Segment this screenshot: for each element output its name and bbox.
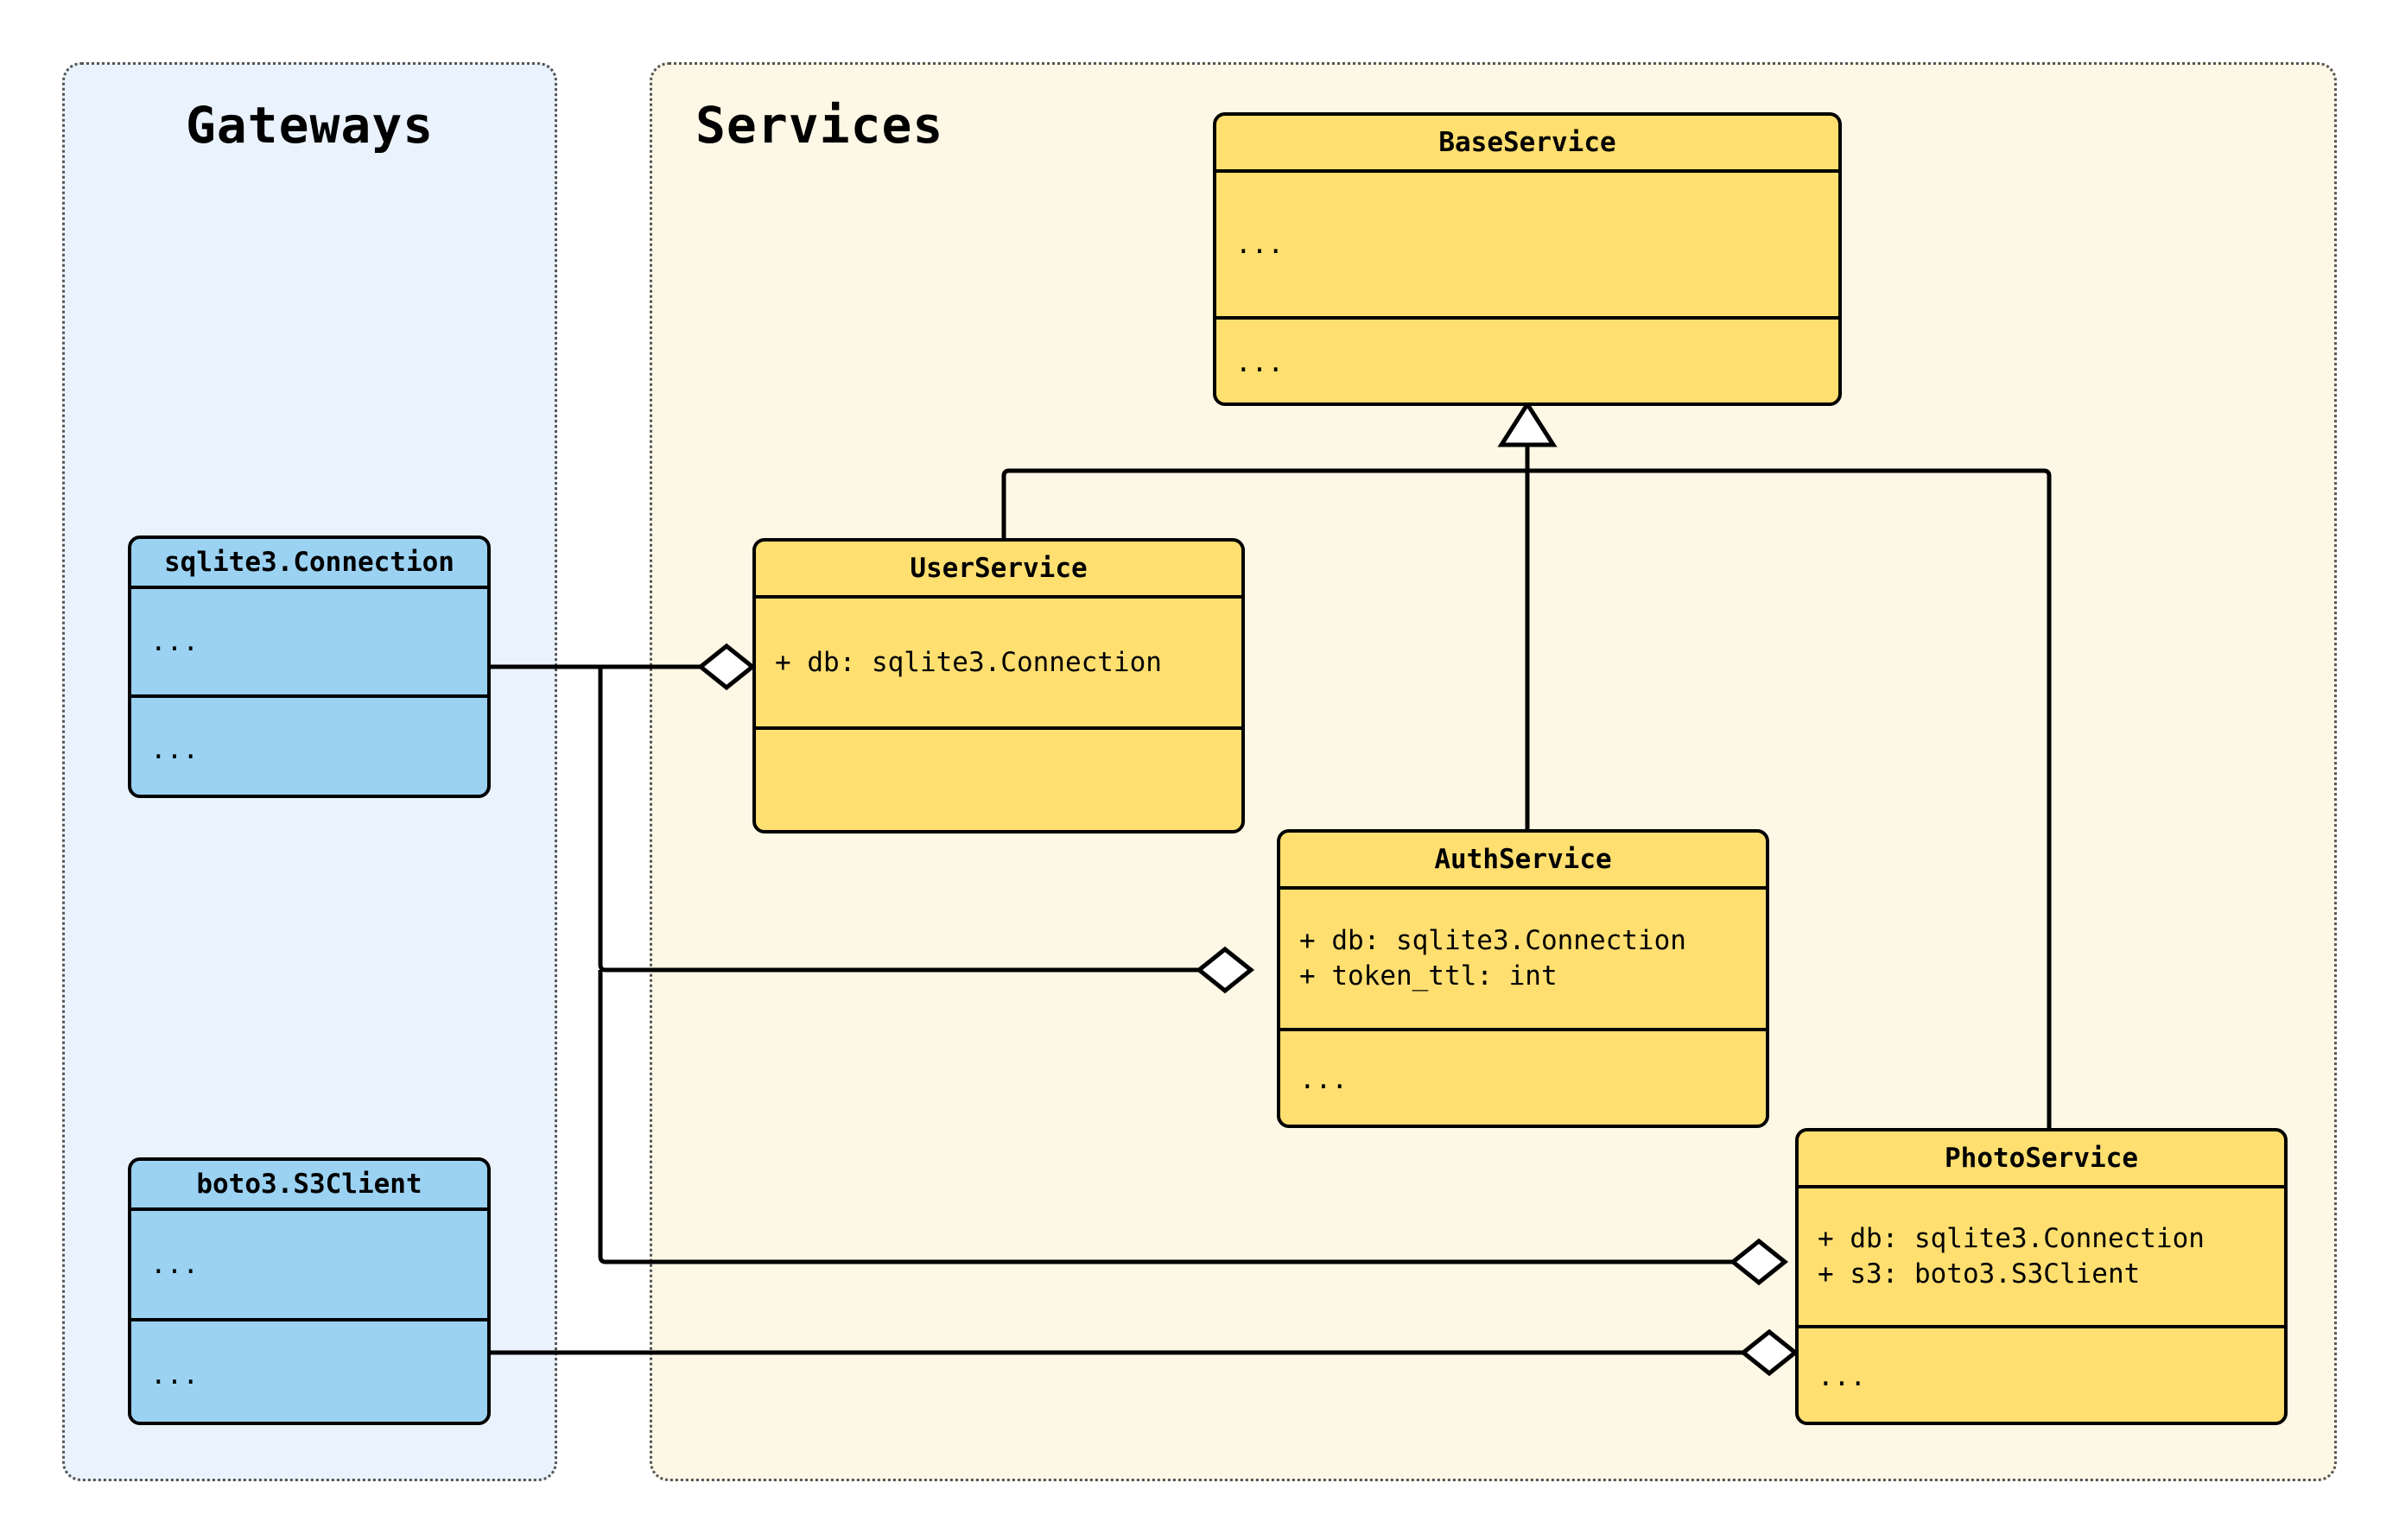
class-attributes-sqlite3-connection: ...	[131, 589, 487, 694]
class-name-boto3-s3client: boto3.S3Client	[131, 1161, 487, 1211]
class-attributes-boto3-s3client: ...	[131, 1211, 487, 1318]
class-box-photoservice[interactable]: PhotoService + db: sqlite3.Connection + …	[1795, 1128, 2288, 1425]
method-row: ...	[1818, 1360, 1866, 1392]
class-methods-photoservice: ...	[1799, 1325, 2284, 1422]
attribute-row: + db: sqlite3.Connection	[775, 646, 1162, 678]
class-name-userservice: UserService	[756, 542, 1241, 599]
package-services-title: Services	[695, 96, 944, 155]
class-box-sqlite3-connection[interactable]: sqlite3.Connection ... ...	[128, 536, 491, 798]
class-attributes-photoservice: + db: sqlite3.Connection + s3: boto3.S3C…	[1799, 1188, 2284, 1325]
class-box-authservice[interactable]: AuthService + db: sqlite3.Connection + t…	[1277, 829, 1769, 1128]
attribute-row: + db: sqlite3.Connection	[1818, 1223, 2205, 1255]
class-methods-userservice	[756, 726, 1241, 830]
class-attributes-userservice: + db: sqlite3.Connection	[756, 599, 1241, 726]
method-row: ...	[150, 1359, 199, 1391]
attribute-row: ...	[150, 625, 199, 657]
attribute-row: + db: sqlite3.Connection	[1299, 925, 1686, 957]
class-methods-boto3-s3client: ...	[131, 1318, 487, 1422]
class-box-baseservice[interactable]: BaseService ... ...	[1213, 112, 1842, 406]
method-row: ...	[150, 733, 199, 765]
class-methods-authservice: ...	[1280, 1028, 1766, 1125]
attribute-row: + s3: boto3.S3Client	[1818, 1258, 2141, 1290]
attribute-row: ...	[150, 1248, 199, 1280]
attribute-row: ...	[1235, 228, 1284, 260]
class-name-baseservice: BaseService	[1216, 116, 1838, 173]
class-methods-sqlite3-connection: ...	[131, 694, 487, 795]
class-name-authservice: AuthService	[1280, 833, 1766, 890]
class-methods-baseservice: ...	[1216, 316, 1838, 402]
method-row: ...	[1299, 1063, 1348, 1095]
class-name-photoservice: PhotoService	[1799, 1131, 2284, 1188]
class-attributes-authservice: + db: sqlite3.Connection + token_ttl: in…	[1280, 890, 1766, 1028]
class-attributes-baseservice: ...	[1216, 173, 1838, 316]
class-box-boto3-s3client[interactable]: boto3.S3Client ... ...	[128, 1157, 491, 1425]
class-name-sqlite3-connection: sqlite3.Connection	[131, 539, 487, 589]
attribute-row: + token_ttl: int	[1299, 960, 1558, 992]
package-gateways-title: Gateways	[185, 96, 435, 155]
method-row: ...	[1235, 346, 1284, 378]
class-box-userservice[interactable]: UserService + db: sqlite3.Connection	[752, 538, 1245, 833]
